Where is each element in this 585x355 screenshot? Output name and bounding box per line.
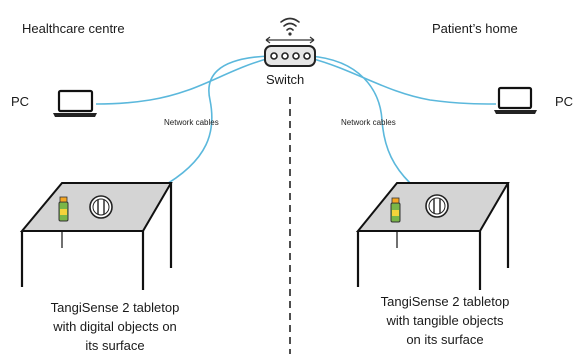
caption-right-line-3: on its surface — [406, 332, 484, 347]
caption-left: TangiSense 2 tabletop with digital objec… — [20, 298, 210, 355]
plate-cutlery-icon-left — [89, 195, 113, 219]
cable-label-right: Network cables — [341, 118, 396, 127]
caption-left-line-1: TangiSense 2 tabletop — [50, 300, 180, 315]
network-switch-icon — [264, 36, 316, 67]
wifi-icon — [280, 17, 300, 36]
caption-right-line-1: TangiSense 2 tabletop — [380, 294, 510, 309]
site-label-healthcare: Healthcare centre — [22, 21, 125, 36]
site-label-home: Patient’s home — [432, 21, 518, 36]
drink-bottle-icon-right — [390, 197, 401, 223]
cable-switch-to-left-pc — [95, 57, 271, 105]
caption-right-line-2: with tangible objects — [386, 313, 504, 328]
cable-switch-to-left-table — [159, 55, 271, 189]
laptop-icon-right — [494, 86, 537, 114]
pc-label-right: PC — [555, 94, 574, 109]
caption-left-line-3: its surface — [85, 338, 145, 353]
pc-label-left: PC — [11, 94, 30, 109]
drink-bottle-icon-left — [58, 196, 69, 222]
cable-label-left: Network cables — [164, 118, 219, 127]
cable-switch-to-right-pc — [309, 57, 497, 105]
caption-right: TangiSense 2 tabletop with tangible obje… — [350, 292, 540, 349]
switch-label: Switch — [266, 72, 305, 87]
network-cables — [95, 55, 497, 189]
laptop-icon-left — [53, 89, 97, 117]
cable-switch-to-right-table — [309, 55, 411, 184]
caption-left-line-2: with digital objects on — [53, 319, 177, 334]
plate-cutlery-icon-right — [425, 194, 449, 218]
